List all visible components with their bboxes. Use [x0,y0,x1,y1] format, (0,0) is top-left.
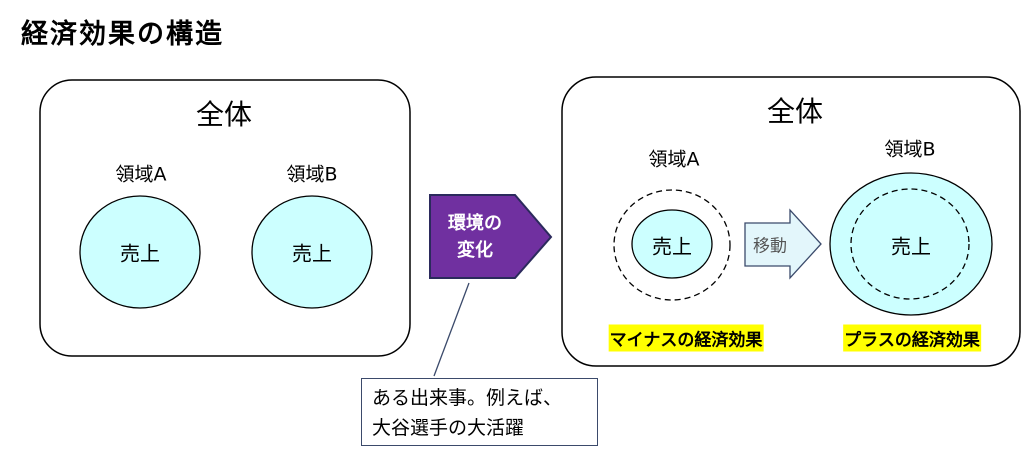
after-region-a-label: 領域A [648,148,700,171]
after-region-a-sales-circle [631,209,713,279]
after-region-b-sales-circle [829,172,993,316]
change-arrow-line1: 環境の [448,213,502,234]
page-title: 経済効果の構造 [21,19,224,50]
after-region-a-original-outline [613,189,731,301]
callout-box: ある出来事。例えば、 大谷選手の大活躍 [361,378,598,446]
move-arrow-shape [744,208,822,280]
change-arrow-shape [429,194,553,279]
after-whole-label: 全体 [766,95,824,128]
before-region-b-sales-circle [251,195,373,309]
positive-effect-label: プラスの経済効果 [843,324,981,352]
after-region-b-sales-label: 売上 [891,234,931,259]
after-region-b-original-outline [850,188,970,300]
callout-leader-line [433,282,470,377]
before-region-b-label: 領域B [286,163,338,186]
before-region-a-sales-label: 売上 [120,241,160,266]
negative-effect-label: マイナスの経済効果 [608,324,764,352]
callout-line2: 大谷選手の大活躍 [372,417,525,439]
before-region-a-label: 領域A [115,163,167,186]
after-region-a-sales-label: 売上 [652,234,692,259]
move-arrow-label: 移動 [753,236,787,257]
change-arrow-label: 環境の 変化 [448,210,502,264]
callout-line1: ある出来事。例えば、 [372,387,563,409]
before-whole-label: 全体 [195,98,253,131]
after-region-b-label: 領域B [884,138,936,161]
before-region-b-sales-label: 売上 [292,241,332,266]
before-region-a-sales-circle [79,195,201,309]
change-arrow-line2: 変化 [457,240,493,261]
